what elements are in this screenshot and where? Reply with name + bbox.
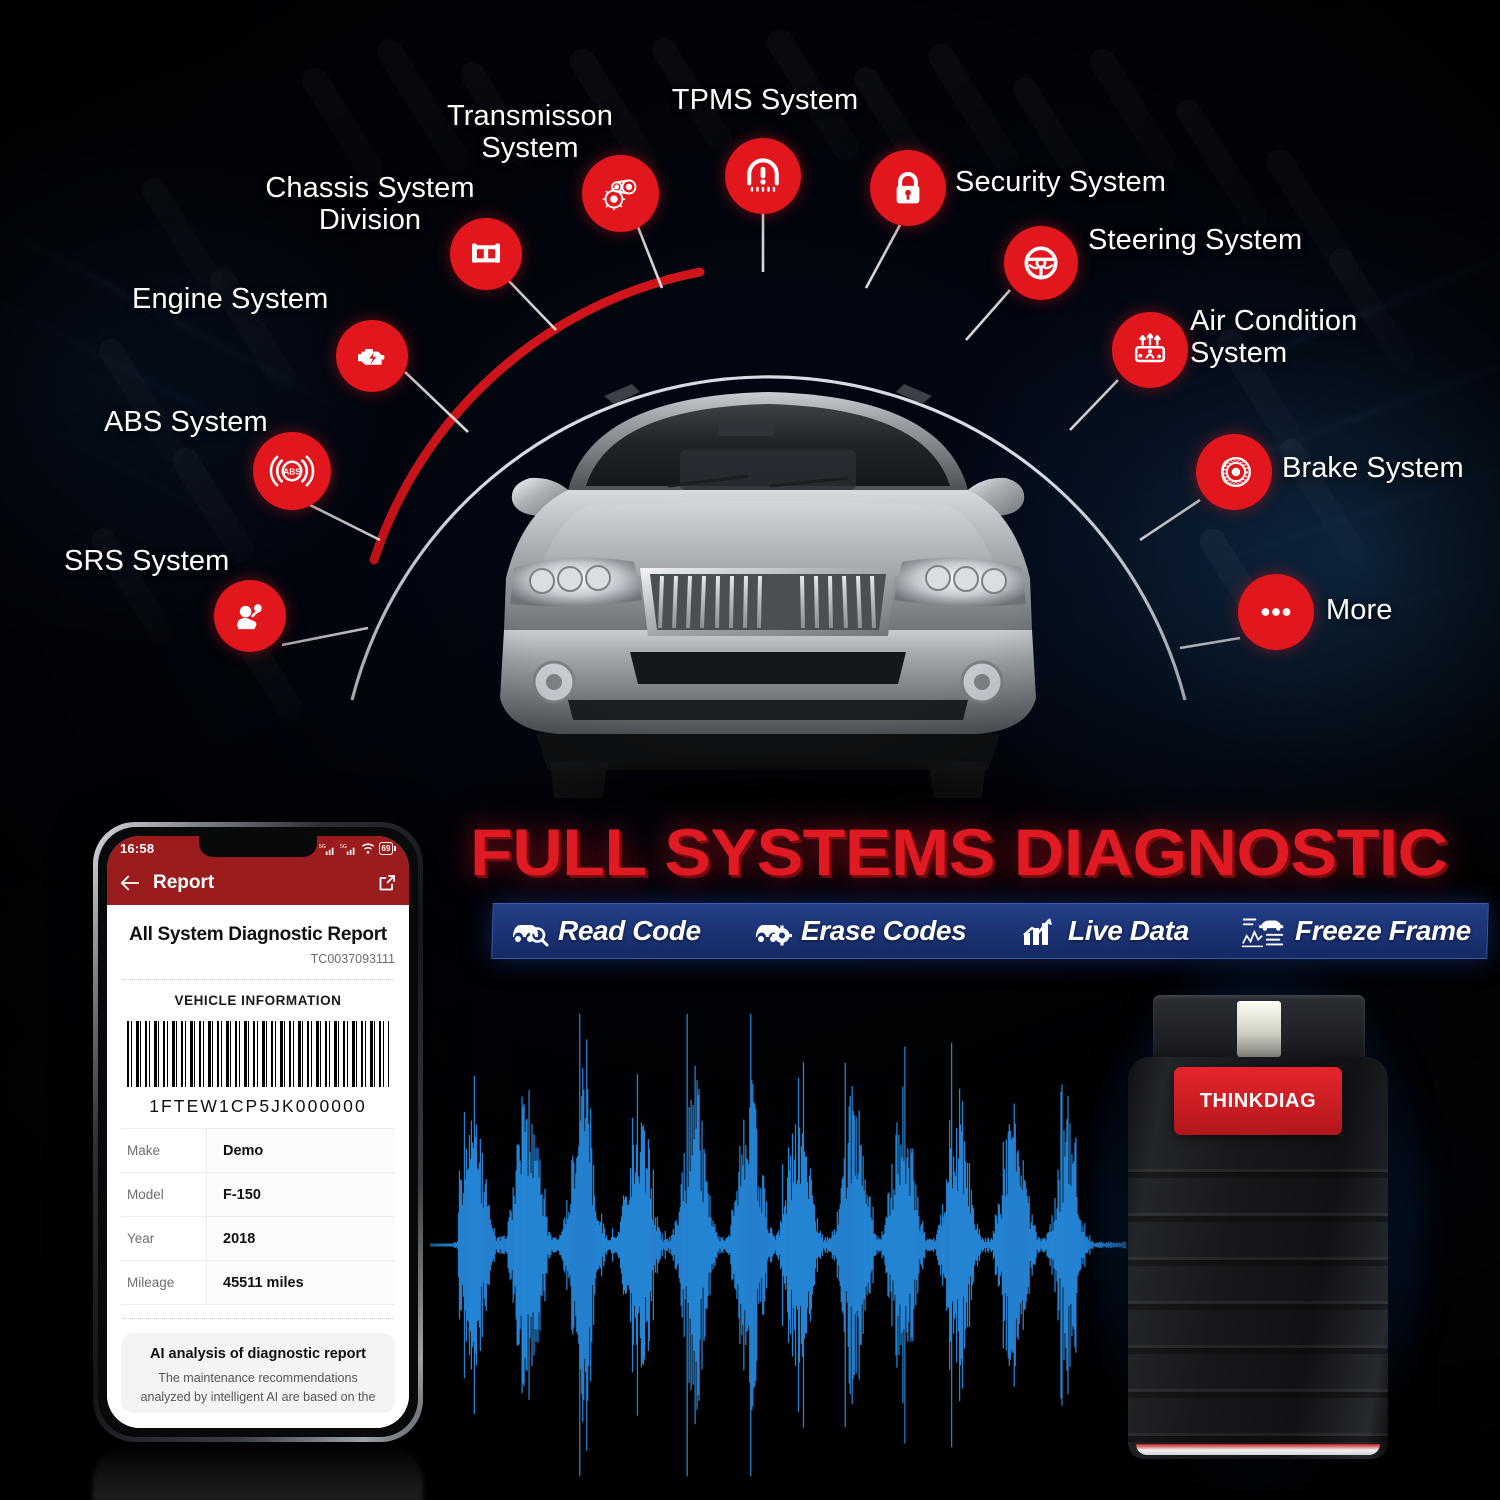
device-ribs [1128, 1169, 1388, 1449]
system-label-transmission: Transmisson System [446, 100, 613, 165]
system-label-steering: Steering System [1088, 224, 1303, 256]
device-body: THINKDIAG [1128, 1057, 1388, 1459]
back-arrow-icon[interactable] [120, 874, 140, 892]
phone-reflection [93, 1443, 423, 1500]
car-gear-icon [752, 914, 793, 948]
bar-chart-trend-icon [1019, 914, 1059, 948]
signal-bars-icon-1: 5G [319, 844, 333, 855]
feature-bar: Read Code Erase Codes [491, 903, 1489, 959]
phone-app-bar: Report [107, 861, 409, 905]
brake-disc-icon [1196, 434, 1272, 510]
device-brand-text: THINKDIAG [1199, 1089, 1317, 1112]
report-id: TC0037093111 [310, 952, 395, 966]
feature-erase-codes[interactable]: Erase Codes [752, 914, 967, 948]
system-label-abs: ABS System [104, 406, 268, 438]
wifi-icon [361, 843, 374, 854]
table-row: Model F-150 [121, 1173, 395, 1217]
ellipsis-more-icon [1238, 574, 1314, 650]
row-key: Mileage [127, 1275, 175, 1290]
signal-bars-icon-2: 5G [340, 844, 354, 855]
row-value: 45511 miles [206, 1261, 395, 1304]
padlock-icon [870, 150, 946, 226]
system-label-chassis: Chassis System Division [265, 172, 475, 237]
system-label-more: More [1326, 594, 1393, 626]
table-row: Year 2018 [121, 1217, 395, 1261]
battery-level: 69 [378, 842, 394, 855]
ai-analysis-heading: AI analysis of diagnostic report [150, 1346, 366, 1362]
ai-analysis-card: AI analysis of diagnostic report The mai… [121, 1333, 395, 1413]
vehicle-info-heading: VEHICLE INFORMATION [174, 993, 342, 1008]
row-value: F-150 [206, 1173, 395, 1216]
report-title: All System Diagnostic Report [129, 924, 387, 945]
system-label-security: Security System [955, 166, 1166, 198]
car-magnifier-icon [509, 914, 549, 948]
abs-brake-icon: ABS [253, 432, 331, 510]
report-sheet: All System Diagnostic Report TC003709311… [107, 905, 409, 1428]
table-row: Make Demo [121, 1129, 395, 1173]
row-key: Model [127, 1187, 164, 1202]
svg-text:5G: 5G [319, 844, 326, 850]
tpms-tire-pressure-icon [725, 138, 801, 214]
divider [123, 1318, 393, 1319]
feature-label-freeze-frame: Freeze Frame [1295, 915, 1471, 946]
ai-analysis-body: The maintenance recommendations analyzed… [140, 1371, 376, 1404]
device-led-strip [1136, 1444, 1380, 1455]
feature-label-live-data: Live Data [1067, 915, 1189, 946]
status-time: 16:58 [120, 841, 155, 856]
share-export-icon[interactable] [378, 874, 396, 892]
device-brand-label: THINKDIAG [1174, 1067, 1342, 1135]
vin-number: 1FTEW1CP5JK000000 [149, 1096, 367, 1116]
car-document-icon [1240, 914, 1286, 948]
check-engine-icon [336, 320, 408, 392]
row-value: 2018 [206, 1217, 395, 1260]
phone-notch [199, 836, 317, 857]
feature-label-erase-codes: Erase Codes [801, 915, 967, 946]
feature-label-read-code: Read Code [558, 915, 701, 946]
battery-icon: 69 [378, 842, 396, 855]
table-row: Mileage 45511 miles [121, 1261, 395, 1305]
row-key: Year [127, 1231, 155, 1246]
feature-freeze-frame[interactable]: Freeze Frame [1240, 914, 1471, 948]
system-label-tpms: TPMS System [671, 84, 859, 116]
obd-connector [1153, 995, 1365, 1067]
system-label-air-condition: Air Condition System [1190, 305, 1358, 370]
row-value: Demo [206, 1129, 395, 1172]
system-label-brake: Brake System [1282, 452, 1464, 484]
page-headline: FULL SYSTEMS DIAGNOSTIC [470, 815, 1448, 889]
air-condition-icon [1112, 312, 1188, 388]
obd-pin-block [1237, 1001, 1281, 1057]
svg-text:5G: 5G [340, 844, 347, 850]
transmission-belt-icon [582, 155, 659, 232]
phone-mockup: 16:58 5G 5G [93, 822, 423, 1442]
system-label-srs: SRS System [64, 545, 230, 577]
row-key: Make [127, 1143, 161, 1158]
app-bar-title: Report [153, 872, 215, 893]
feature-read-code[interactable]: Read Code [509, 914, 701, 948]
srs-airbag-icon [214, 580, 286, 652]
svg-text:ABS: ABS [283, 468, 301, 477]
system-label-engine: Engine System [132, 283, 329, 315]
vehicle-info-table: Make Demo Model F-150 Year 2018 [121, 1128, 395, 1305]
feature-live-data[interactable]: Live Data [1019, 914, 1189, 948]
steering-wheel-icon [1004, 226, 1078, 300]
thinkdiag-device: THINKDIAG [1084, 961, 1432, 1491]
divider [123, 979, 393, 980]
phone-screen: 16:58 5G 5G [107, 836, 409, 1428]
vin-barcode [127, 1021, 389, 1087]
chassis-axle-icon [450, 218, 522, 290]
